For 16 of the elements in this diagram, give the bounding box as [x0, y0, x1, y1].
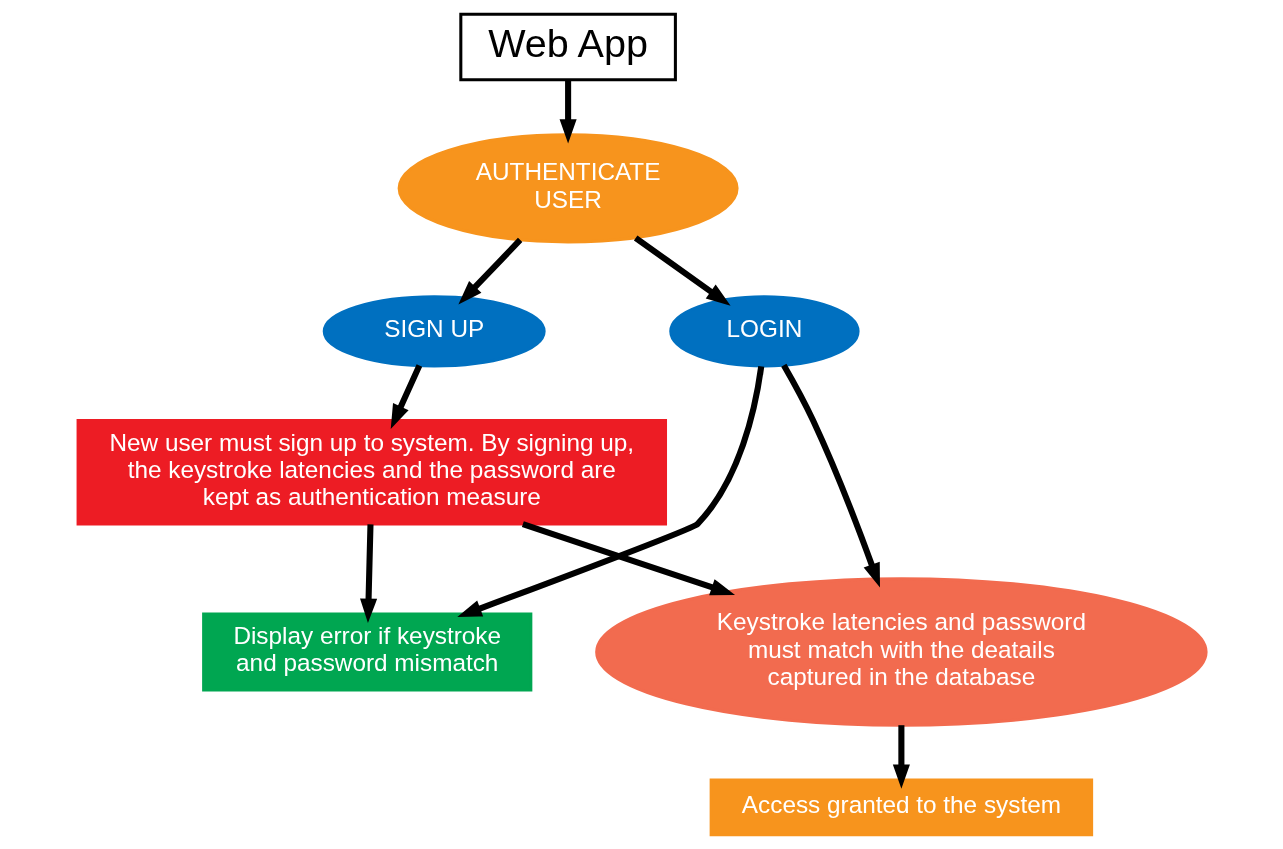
arrow: [780, 363, 880, 588]
arrow: [633, 235, 731, 306]
arrow: [359, 524, 377, 624]
node-box: Access granted to the system: [709, 778, 1093, 837]
arrow: [456, 365, 764, 618]
arrow: [521, 521, 735, 596]
arrow: [559, 79, 577, 144]
node-box: Web App: [458, 12, 677, 82]
node-ellipse: SIGN UP: [322, 295, 546, 368]
arrow: [390, 364, 422, 429]
node-ellipse: AUTHENTICATE USER: [397, 133, 739, 244]
node-box: Display error if keystroke and password mismatch: [201, 612, 532, 692]
arrow: [457, 237, 522, 305]
arrow: [892, 725, 910, 789]
node-ellipse: LOGIN: [668, 295, 860, 368]
node-box: New user must sign up to system. By signing up, the keystroke latencies and the password are kept as authentication measure: [76, 419, 667, 526]
